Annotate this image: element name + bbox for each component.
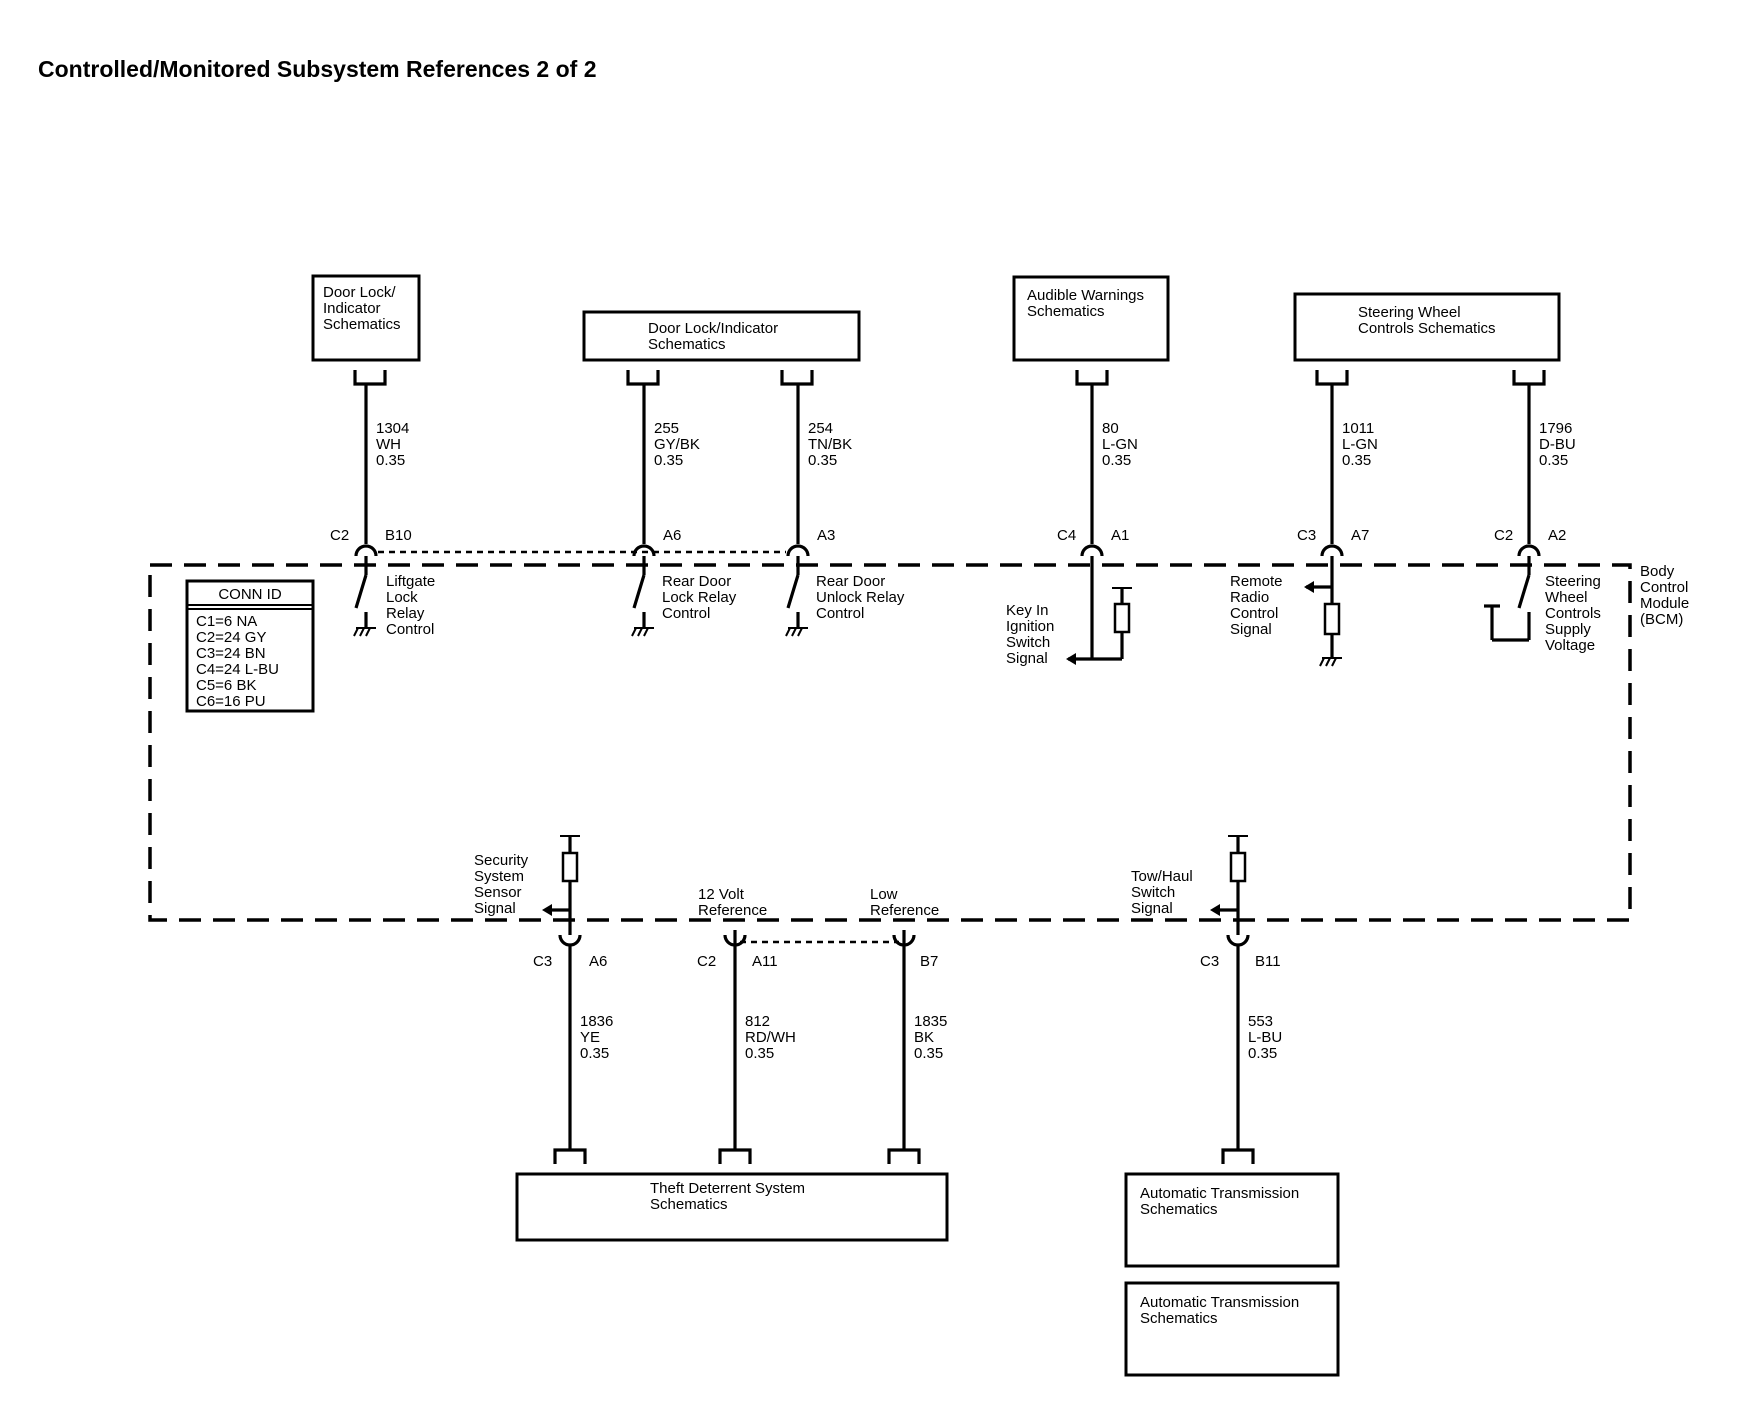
svg-text:A2: A2 [1548, 527, 1566, 544]
twelve-volt-label: 12 Volt Reference [698, 886, 767, 919]
svg-text:A6: A6 [663, 527, 681, 544]
top-pin-labels: C2 B10 A6 A3 C4 A1 C3 A7 C2 A2 [330, 527, 1566, 544]
rear-unlock-label: Rear Door Unlock Relay Control [816, 573, 909, 622]
svg-text:C3: C3 [1297, 527, 1316, 544]
remote-radio-label: Remote Radio Control Signal [1230, 573, 1287, 638]
wire-1304-label: 1304 WH 0.35 [376, 420, 414, 469]
svg-text:C4: C4 [1057, 527, 1076, 544]
svg-text:B11: B11 [1255, 953, 1281, 970]
box-automatic-transmission-2: Automatic Transmission Schematics [1124, 1281, 1340, 1377]
wire-812-label: 812 RD/WH 0.35 [745, 1013, 800, 1062]
svg-text:B10: B10 [385, 527, 412, 544]
bottom-pin-labels: C3 A6 C2 A11 B7 C3 B11 [533, 953, 1281, 970]
rear-unlock-switch [785, 556, 808, 637]
conn-id-header: CONN ID [218, 586, 282, 603]
bcm-label: Body Control Module (BCM) [1640, 563, 1693, 628]
svg-text:C2: C2 [697, 953, 716, 970]
bcm-boundary [148, 563, 1632, 922]
svg-text:Theft Deterrent System S: Theft Deterrent System Schematics [650, 1180, 809, 1213]
box-steering-wheel-controls: Steering Wheel Controls Schematics [1293, 292, 1561, 362]
svg-text:A7: A7 [1351, 527, 1369, 544]
box-door-lock-indicator-2: Door Lock/Indicator Schematics [582, 310, 861, 362]
page-title: Controlled/Monitored Subsystem Reference… [38, 56, 597, 82]
svg-text:A3: A3 [817, 527, 835, 544]
svg-text:C2: C2 [330, 527, 349, 544]
wire-80-label: 80 L-GN 0.35 [1102, 420, 1142, 469]
svg-text:A11: A11 [752, 953, 778, 970]
key-in-label: Key In Ignition Switch Signal [1006, 602, 1059, 667]
conn-id-table: CONN ID C1=6 NA C2=24 GY C3=24 BN C4=24 … [185, 579, 315, 713]
low-ref-label: Low Reference [870, 886, 939, 919]
svg-text:A1: A1 [1111, 527, 1129, 544]
wire-1011-label: 1011 L-GN 0.35 [1342, 420, 1382, 469]
box-audible-warnings: Audible Warnings Schematics [1012, 275, 1170, 362]
box-door-lock-indicator-1: Door Lock/ Indicator Schematics [311, 274, 421, 362]
box-theft-deterrent: Theft Deterrent System Schematics [515, 1172, 949, 1242]
svg-text:C2: C2 [1494, 527, 1513, 544]
svg-text:B7: B7 [920, 953, 938, 970]
svg-text:Automatic Transmission S: Automatic Transmission Schematics [1140, 1294, 1303, 1327]
security-label: Security System Sensor Signal [474, 852, 532, 917]
steering-supply-label: Steering Wheel Controls Supply Voltage [1545, 573, 1605, 654]
top-connectors [353, 370, 1546, 386]
wire-1796-label: 1796 D-BU 0.35 [1539, 420, 1580, 469]
remote-radio-circuit [1304, 556, 1342, 667]
top-wires [364, 384, 1531, 544]
liftgate-label: Liftgate Lock Relay Control [386, 573, 439, 638]
conn-id-rows: C1=6 NA C2=24 GY C3=24 BN C4=24 L-BU C5=… [196, 613, 283, 710]
wire-254-label: 254 TN/BK 0.35 [808, 420, 856, 469]
wire-1836-label: 1836 YE 0.35 [580, 1013, 618, 1062]
tow-haul-circuit [1210, 835, 1248, 935]
svg-text:Automatic Transmission S: Automatic Transmission Schematics [1140, 1185, 1303, 1218]
svg-text:Steering Wheel Controls: Steering Wheel Controls Schematics [1358, 304, 1496, 337]
svg-text:Audible Warnings Schemat: Audible Warnings Schematics [1027, 287, 1148, 320]
wire-553-label: 553 L-BU 0.35 [1248, 1013, 1286, 1062]
svg-text:Door Lock/ Indicator: Door Lock/ Indicator Schematics [323, 284, 401, 333]
svg-text:C3: C3 [533, 953, 552, 970]
key-in-circuit [1066, 556, 1132, 665]
svg-text:Door Lock/Indicator Sche: Door Lock/Indicator Schematics [648, 320, 782, 353]
tow-haul-label: Tow/Haul Switch Signal [1131, 868, 1197, 917]
steering-supply-switch [1484, 556, 1531, 642]
svg-text:C3: C3 [1200, 953, 1219, 970]
bottom-connectors [553, 1148, 1255, 1164]
liftgate-switch [353, 556, 376, 637]
wire-1835-label: 1835 BK 0.35 [914, 1013, 952, 1062]
rear-lock-label: Rear Door Lock Relay Control [662, 573, 740, 622]
rear-lock-switch [631, 556, 654, 637]
ref-circuits [733, 930, 906, 944]
svg-text:A6: A6 [589, 953, 607, 970]
security-sensor-circuit [542, 835, 580, 935]
box-automatic-transmission-1: Automatic Transmission Schematics [1124, 1172, 1340, 1268]
wire-255-label: 255 GY/BK 0.35 [654, 420, 704, 469]
bottom-wires [568, 945, 1240, 1150]
